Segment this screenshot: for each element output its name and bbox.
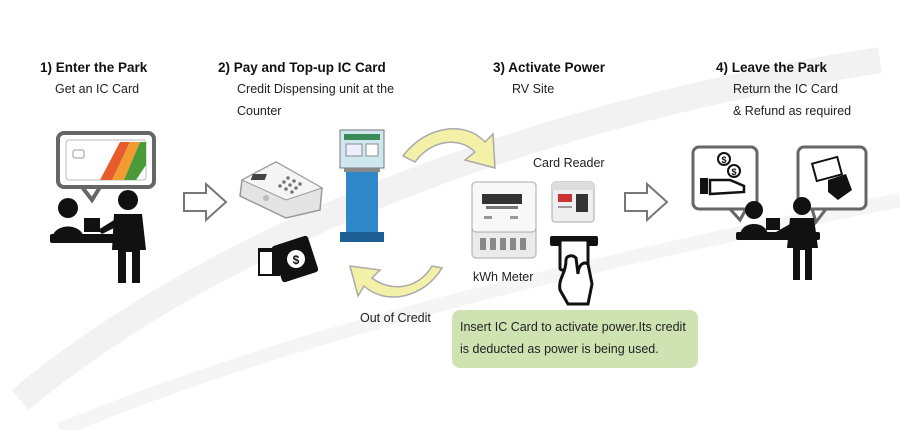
step-2-subtitle: Credit Dispensing unit at the (237, 82, 395, 96)
activate-power-info-box: Insert IC Card to activate power.Its cre… (452, 310, 698, 368)
cash-payment-icon: $ (258, 235, 318, 283)
step-4-subtitle: Return the IC Card (733, 82, 838, 96)
leave-park-illustration: $ $ (691, 145, 868, 280)
insert-card-icon (550, 236, 598, 306)
kwh-meter-label: kWh Meter (473, 270, 534, 284)
ic-card-bubble-icon (56, 131, 156, 204)
out-of-credit-label: Out of Credit (360, 311, 431, 325)
card-reader-label: Card Reader (533, 156, 605, 170)
step-4-title: 4) Leave the Park (716, 60, 828, 75)
curved-arrow-forward-icon (401, 128, 496, 169)
svg-text:$: $ (293, 253, 300, 267)
card-terminal-icon (239, 161, 324, 219)
kiosk-icon (339, 129, 385, 242)
visitor-icon (776, 197, 818, 280)
refund-bubble-icon: $ $ (691, 145, 759, 223)
visitor-icon (98, 190, 146, 283)
step-3-subtitle: RV Site (512, 82, 555, 96)
enter-park-illustration (50, 131, 156, 283)
return-card-bubble-icon (796, 145, 868, 226)
svg-text:$: $ (731, 167, 736, 177)
card-reader-icon (551, 181, 595, 223)
arrow-right-icon (624, 182, 669, 222)
curved-arrow-back-icon (348, 265, 444, 298)
step-3-title: 3) Activate Power (493, 60, 606, 75)
dollar-coin-icon (287, 250, 305, 268)
svg-text:$: $ (721, 155, 726, 165)
step-4-subtitle-line2: & Refund as required (733, 104, 852, 118)
step-1-subtitle: Get an IC Card (55, 82, 140, 96)
step-1-title: 1) Enter the Park (40, 60, 148, 75)
kwh-meter-icon (471, 181, 537, 259)
info-line-2: is deducted as power is being used. (460, 342, 659, 356)
info-line-1: Insert IC Card to activate power.Its cre… (460, 320, 686, 334)
step-2-title: 2) Pay and Top-up IC Card (218, 60, 386, 75)
arrow-right-icon (183, 182, 228, 222)
step-2-subtitle-line2: Counter (237, 104, 282, 118)
